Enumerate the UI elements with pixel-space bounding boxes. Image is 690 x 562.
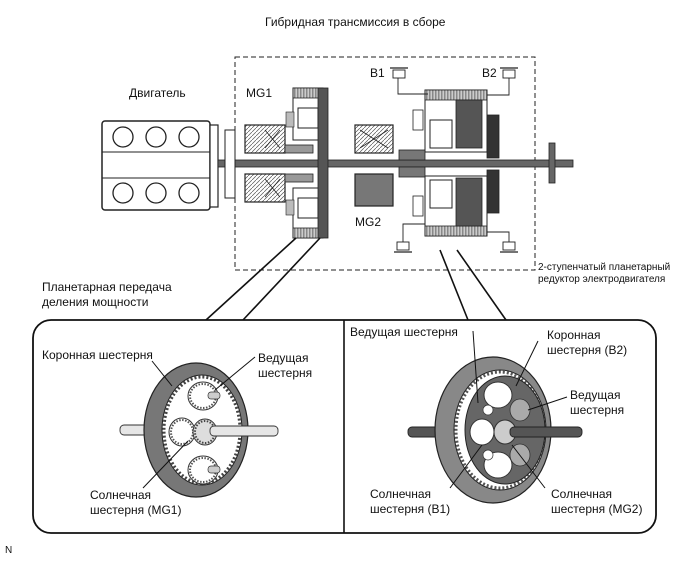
b1-label: B1 xyxy=(370,66,385,80)
left-sun-label-line1: Солнечная xyxy=(90,488,152,502)
page-title: Гибридная трансмиссия в сборе xyxy=(265,15,446,29)
right-pinion-label-line2: шестерня xyxy=(570,403,625,417)
reducer-label-line2: редуктор электродвигателя xyxy=(538,274,666,285)
engine-block xyxy=(101,120,219,211)
right-pinion-label-line1: Ведущая xyxy=(570,388,621,402)
reducer-label-line1: 2-ступенчатый планетарный xyxy=(538,262,671,273)
left-pinion-label-line1: Ведущая xyxy=(258,351,309,365)
power-split-gear xyxy=(285,87,329,239)
right-sun-b1-label-line2: шестерня (B1) xyxy=(370,502,451,516)
b2-label: B2 xyxy=(482,66,497,80)
mg1-motor xyxy=(244,124,314,203)
engine-label: Двигатель xyxy=(129,86,186,100)
leader-lines xyxy=(142,330,568,489)
right-sun-mg2-label-line2: шестерня (MG2) xyxy=(551,502,643,516)
mg2-label: MG2 xyxy=(355,215,382,229)
reduction-gear-illustration xyxy=(407,356,583,504)
motor-reduction-gear xyxy=(390,67,518,253)
power-split-gear-illustration xyxy=(119,362,279,498)
mg1-label: MG1 xyxy=(246,86,273,100)
right-pinion-top-label: Ведущая шестерня xyxy=(350,325,458,339)
left-sun-label-line2: шестерня (MG1) xyxy=(90,503,182,517)
right-sun-mg2-label-line1: Солнечная xyxy=(551,487,613,501)
left-pinion-label-line2: шестерня xyxy=(258,366,313,380)
main-shaft xyxy=(217,129,574,199)
right-ring-label-line1: Коронная xyxy=(547,328,601,342)
footer-mark: N xyxy=(5,545,13,556)
split-label-line2: деления мощности xyxy=(42,295,149,309)
mg2-motor xyxy=(354,124,394,207)
split-label-line1: Планетарная передача xyxy=(42,280,172,294)
right-ring-label-line2: шестерня (B2) xyxy=(547,343,628,357)
callout-lines xyxy=(205,237,507,321)
right-sun-b1-label-line1: Солнечная xyxy=(370,487,432,501)
left-ring-gear-label: Коронная шестерня xyxy=(42,348,153,362)
